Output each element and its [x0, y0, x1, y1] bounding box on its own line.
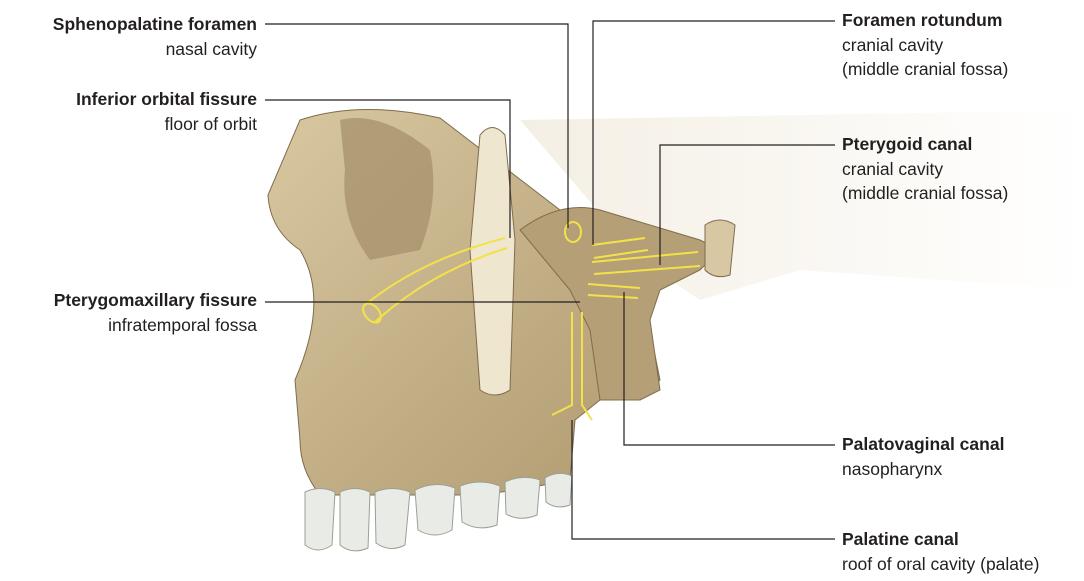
leader-inferior-orbital	[265, 99, 511, 238]
sphenoid-body	[519, 207, 721, 401]
label-sub: (middle cranial fossa)	[842, 183, 1009, 203]
label-title: Foramen rotundum	[842, 10, 1003, 30]
label-title: Pterygomaxillary fissure	[53, 290, 257, 310]
cut-section-bone	[469, 127, 516, 396]
label-sub: (middle cranial fossa)	[842, 59, 1009, 79]
leader-palatovaginal	[623, 292, 835, 446]
label-inferior-orbital-fissure: Inferior orbital fissure floor of orbit	[76, 87, 257, 136]
label-title: Pterygoid canal	[842, 134, 973, 154]
label-pterygomaxillary-fissure: Pterygomaxillary fissure infratemporal f…	[54, 288, 257, 337]
label-sub: roof of oral cavity (palate)	[842, 553, 1040, 574]
label-palatine-canal: Palatine canal roof of oral cavity (pala…	[842, 527, 1039, 576]
label-sub: cranial cavity	[842, 34, 944, 55]
label-foramen-rotundum: Foramen rotundum cranial cavity (middle …	[842, 8, 1008, 82]
label-title: Sphenopalatine foramen	[52, 14, 257, 34]
canals	[362, 221, 701, 421]
label-pterygoid-canal: Pterygoid canal cranial cavity (middle c…	[842, 132, 1008, 206]
label-sub: floor of orbit	[164, 113, 257, 134]
teeth	[304, 472, 573, 552]
leader-lines	[265, 20, 835, 540]
leader-palatine	[571, 420, 835, 540]
orbit	[340, 118, 434, 260]
leader-sphenopalatine	[265, 23, 569, 228]
label-sphenopalatine-foramen: Sphenopalatine foramen nasal cavity	[53, 12, 257, 61]
label-palatovaginal-canal: Palatovaginal canal nasopharynx	[842, 432, 1004, 481]
zygomatic-arch	[704, 219, 736, 278]
label-sub: nasal cavity	[165, 38, 257, 59]
label-title: Palatine canal	[842, 529, 959, 549]
label-sub: cranial cavity	[842, 158, 944, 179]
label-title: Inferior orbital fissure	[76, 89, 257, 109]
label-title: Palatovaginal canal	[842, 434, 1005, 454]
label-sub: infratemporal fossa	[108, 314, 257, 335]
label-sub: nasopharynx	[842, 458, 943, 479]
leader-foramen-rotundum	[592, 20, 835, 245]
leader-pterygoid	[659, 144, 835, 265]
